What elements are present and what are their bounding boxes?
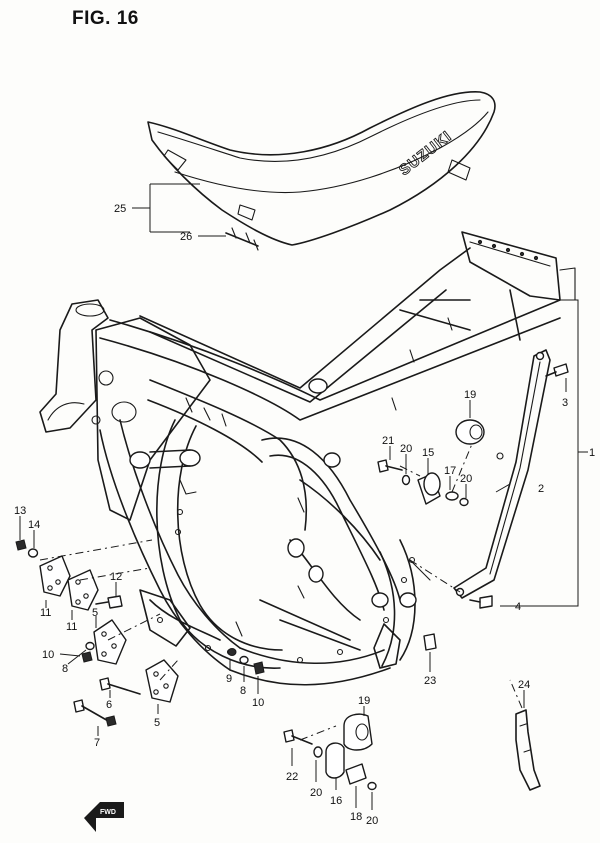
bracket-24 [515, 709, 541, 791]
callout-4: 4 [515, 601, 521, 613]
callout-23: 23 [424, 675, 436, 687]
fwd-arrow-icon: FWD [84, 802, 124, 832]
engine-mount-plate-11b [67, 569, 99, 611]
bolt-3 [545, 363, 569, 377]
callout-25: 25 [114, 203, 126, 215]
seat-hook-part [225, 227, 259, 251]
washer-8-right [239, 655, 249, 665]
callout-26: 26 [180, 231, 192, 243]
callout-8-a: 8 [62, 663, 68, 675]
callout-18: 18 [350, 811, 362, 823]
callout-21: 21 [382, 435, 394, 447]
cushion-19-upper [455, 419, 485, 445]
cushion-19-lower [343, 713, 373, 751]
spacer-16 [325, 742, 345, 779]
washer-8-left [85, 641, 95, 651]
nut-10-left [81, 651, 93, 663]
callout-3: 3 [562, 397, 568, 409]
fwd-label: FWD [100, 809, 116, 816]
callout-11-a: 11 [40, 607, 51, 619]
washer-20-b [459, 497, 469, 507]
callout-10-a: 10 [42, 649, 54, 661]
bolt-6 [99, 677, 141, 695]
engine-mount-plate-5a [93, 619, 127, 665]
figure-title: FIG. 16 [72, 8, 139, 29]
callout-10-b: 10 [252, 697, 264, 709]
bolt-22 [283, 729, 313, 745]
callout-6: 6 [106, 699, 112, 711]
nut-9 [227, 648, 237, 656]
callout-13: 13 [14, 505, 26, 517]
bolt-21 [377, 459, 403, 473]
callout-7: 7 [94, 737, 100, 749]
callout-5-a: 5 [92, 607, 98, 619]
callout-19-b: 19 [358, 695, 370, 707]
callouts: 25 26 1 2 3 4 13 14 11 11 12 5 10 8 6 7 … [14, 203, 595, 827]
callout-12: 12 [110, 571, 122, 583]
washer-14 [27, 548, 39, 558]
callout-20-a: 20 [400, 443, 412, 455]
callout-16: 16 [330, 795, 342, 807]
callout-15: 15 [422, 447, 434, 459]
callout-20-d: 20 [366, 815, 378, 827]
spacer-15 [417, 472, 441, 505]
nut-13 [15, 539, 27, 551]
bolt-7 [73, 699, 117, 727]
main-frame [39, 231, 576, 686]
engine-mount-plate-5b [145, 659, 179, 703]
callout-5-b: 5 [154, 717, 160, 729]
callout-14: 14 [28, 519, 40, 531]
seat-brand-logo: SUZUKI [396, 128, 455, 179]
callout-1: 1 [589, 447, 595, 459]
callout-2: 2 [538, 483, 544, 495]
callout-22: 22 [286, 771, 298, 783]
callout-24: 24 [518, 679, 530, 691]
bolt-4 [469, 595, 493, 609]
nut-10-right [253, 661, 265, 675]
callout-20-b: 20 [460, 473, 472, 485]
seat-assembly: SUZUKI [147, 91, 496, 246]
alignment-lines [39, 443, 523, 741]
callout-8-b: 8 [240, 685, 246, 697]
nut-23 [423, 633, 437, 651]
callout-19-a: 19 [464, 389, 476, 401]
collar-18 [345, 763, 367, 785]
callout-9: 9 [226, 673, 232, 685]
washer-20-d [367, 781, 377, 791]
callout-17: 17 [444, 465, 456, 477]
callout-20-c: 20 [310, 787, 322, 799]
callout-11-b: 11 [66, 621, 77, 633]
washer-20-a [401, 474, 411, 486]
leader-lines [19, 183, 588, 810]
engine-mount-plate-11a [39, 555, 71, 597]
collar-17 [445, 491, 459, 501]
washer-20-c [313, 746, 323, 758]
bolt-12 [95, 595, 123, 609]
